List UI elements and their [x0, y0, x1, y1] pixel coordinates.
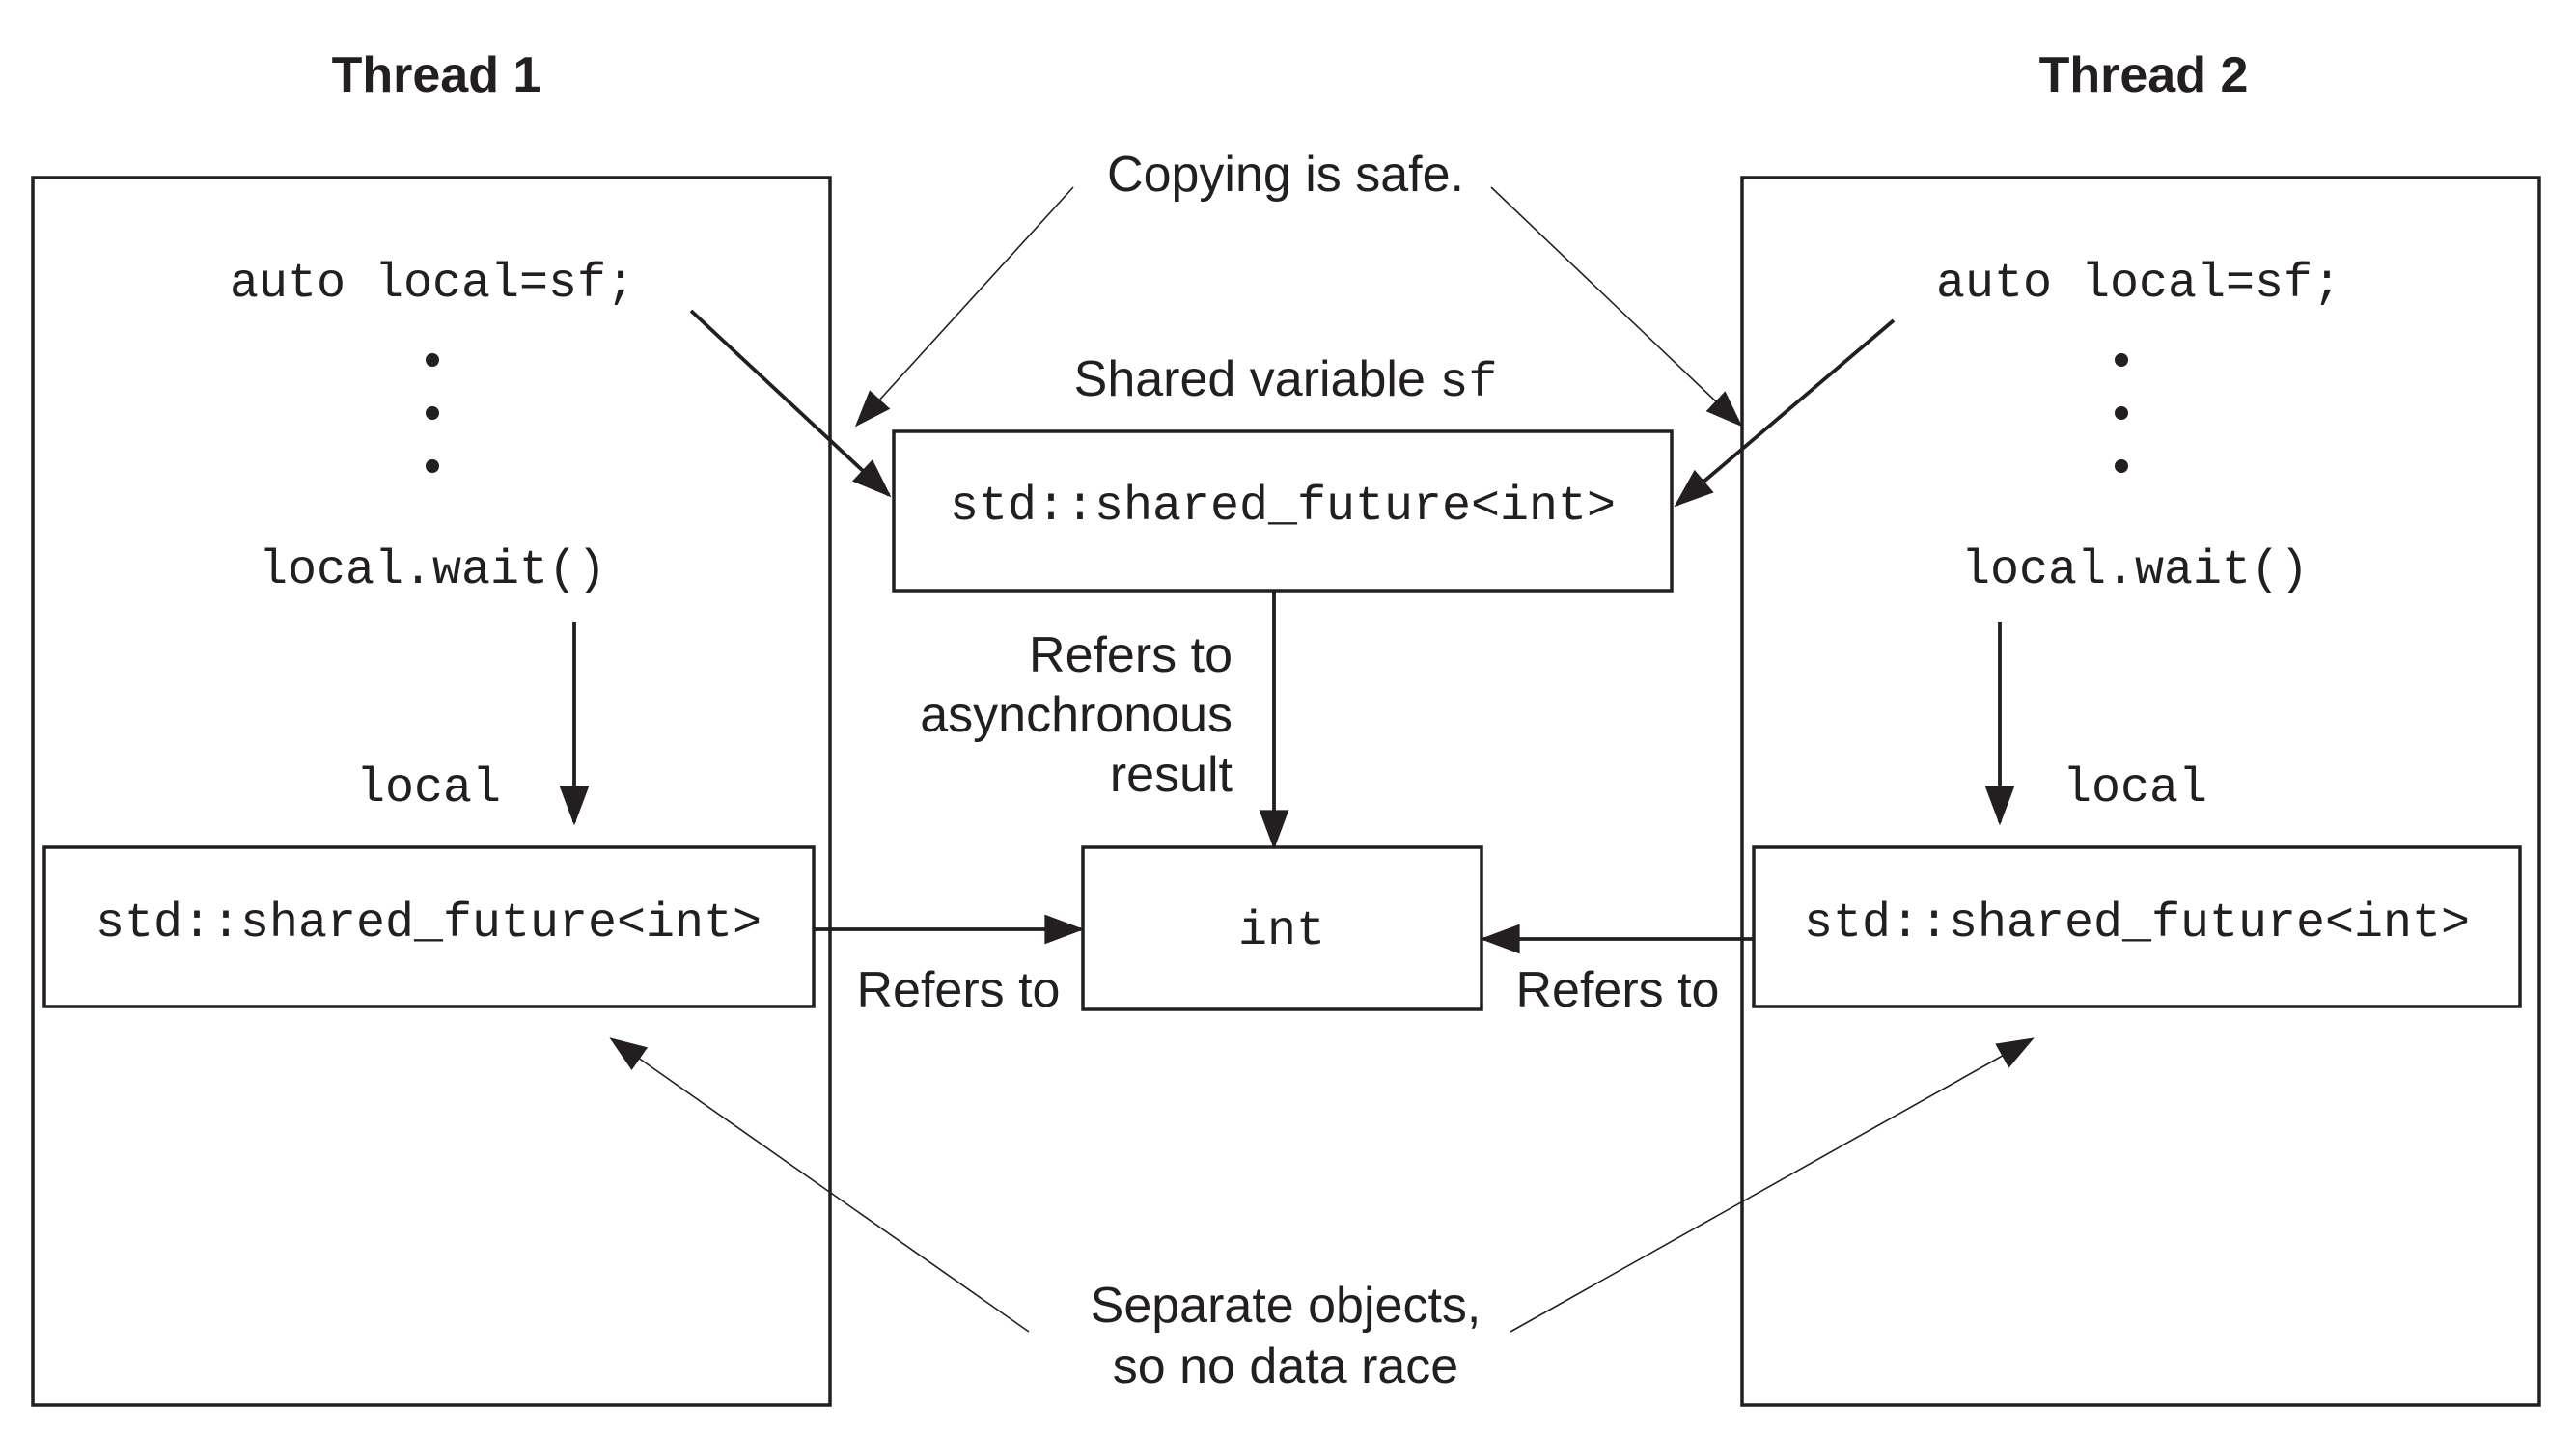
thread1-local-label: local — [356, 761, 501, 816]
copying-note-arrow-right — [1490, 186, 1743, 428]
thread1-frame — [31, 176, 832, 1407]
thread2-wait-code: local.wait() — [1961, 543, 2309, 598]
shared-refers-line-1: Refers to — [1029, 627, 1233, 683]
thread2-copy-arrow — [1674, 318, 1896, 508]
thread1-local-type: std::shared_future<int> — [96, 897, 762, 952]
copying-safe-note: Copying is safe. — [1107, 147, 1464, 203]
thread1-wait-code: local.wait() — [259, 543, 606, 598]
separate-note-arrow-left — [609, 1037, 1030, 1333]
int-result-type: int — [1238, 904, 1325, 959]
thread2-title: Thread 2 — [2039, 47, 2249, 103]
thread2-ellipsis — [2115, 353, 2128, 473]
shared-variable-caption: Shared variable sf — [1074, 351, 1498, 411]
shared-refers-line-3: result — [1110, 747, 1233, 803]
shared-future-box — [892, 429, 1674, 593]
thread2-local-label: local — [2063, 761, 2207, 816]
copying-note-arrow-left — [854, 186, 1074, 428]
thread1-copy-arrow — [689, 309, 892, 498]
thread2-frame — [1740, 176, 2541, 1407]
thread2-copy-code: auto local=sf; — [1936, 257, 2341, 312]
thread1-refers-label: Refers to — [857, 962, 1061, 1018]
thread1-local-box — [42, 845, 816, 1008]
thread2-local-box — [1752, 845, 2522, 1008]
shared-refers-label: Refers to asynchronous result — [920, 627, 1233, 803]
thread1-ellipsis — [426, 353, 439, 473]
thread1-title: Thread 1 — [332, 47, 541, 103]
shared-variable-name: sf — [1439, 356, 1497, 411]
thread1-copy-code: auto local=sf; — [230, 257, 635, 312]
separate-objects-note: Separate objects, so no data race — [1091, 1278, 1482, 1394]
shared-future-type: std::shared_future<int> — [950, 480, 1616, 535]
thread2-local-type: std::shared_future<int> — [1804, 897, 2470, 952]
separate-objects-line-1: Separate objects, — [1091, 1278, 1482, 1334]
separate-objects-line-2: so no data race — [1113, 1338, 1458, 1394]
thread2-refers-label: Refers to — [1516, 962, 1720, 1018]
shared-refers-line-2: asynchronous — [920, 687, 1233, 743]
separate-note-arrow-right — [1510, 1037, 2035, 1333]
